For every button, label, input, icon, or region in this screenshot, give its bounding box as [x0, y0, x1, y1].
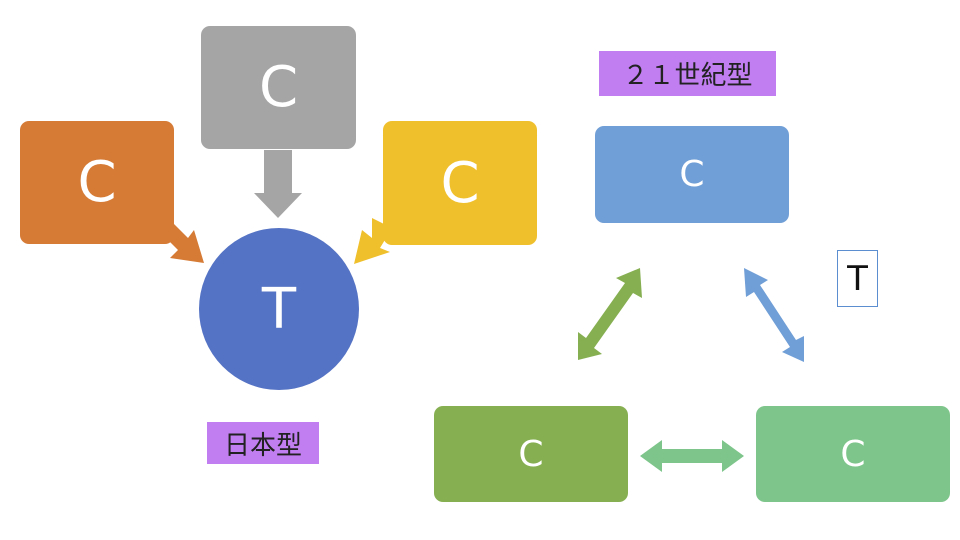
21st-century-type-label: ２１世紀型 — [599, 51, 776, 96]
down-arrow — [254, 150, 302, 218]
top-c-box: C — [595, 126, 789, 223]
t-circle: T — [199, 228, 359, 390]
horizontal-double-arrow — [640, 440, 744, 472]
top-c-label: C — [679, 154, 705, 195]
gold-arrow — [354, 218, 392, 264]
gray-c-label: C — [258, 55, 299, 120]
japan-type-label: 日本型 — [207, 422, 319, 464]
gold-c-box: C — [383, 121, 537, 245]
blue-double-arrow — [744, 268, 804, 362]
t-text-box: T — [837, 250, 878, 307]
gold-c-label: C — [440, 150, 480, 216]
bottom-right-c-box: C — [756, 406, 950, 502]
gray-c-box: C — [201, 26, 356, 149]
bottom-left-c-box: C — [434, 406, 628, 502]
t-circle-label: T — [261, 276, 297, 342]
bottom-right-c-label: C — [840, 433, 866, 475]
orange-c-label: C — [77, 150, 117, 215]
green-double-arrow — [578, 268, 642, 360]
orange-c-box: C — [20, 121, 174, 244]
bottom-left-c-label: C — [518, 433, 544, 475]
